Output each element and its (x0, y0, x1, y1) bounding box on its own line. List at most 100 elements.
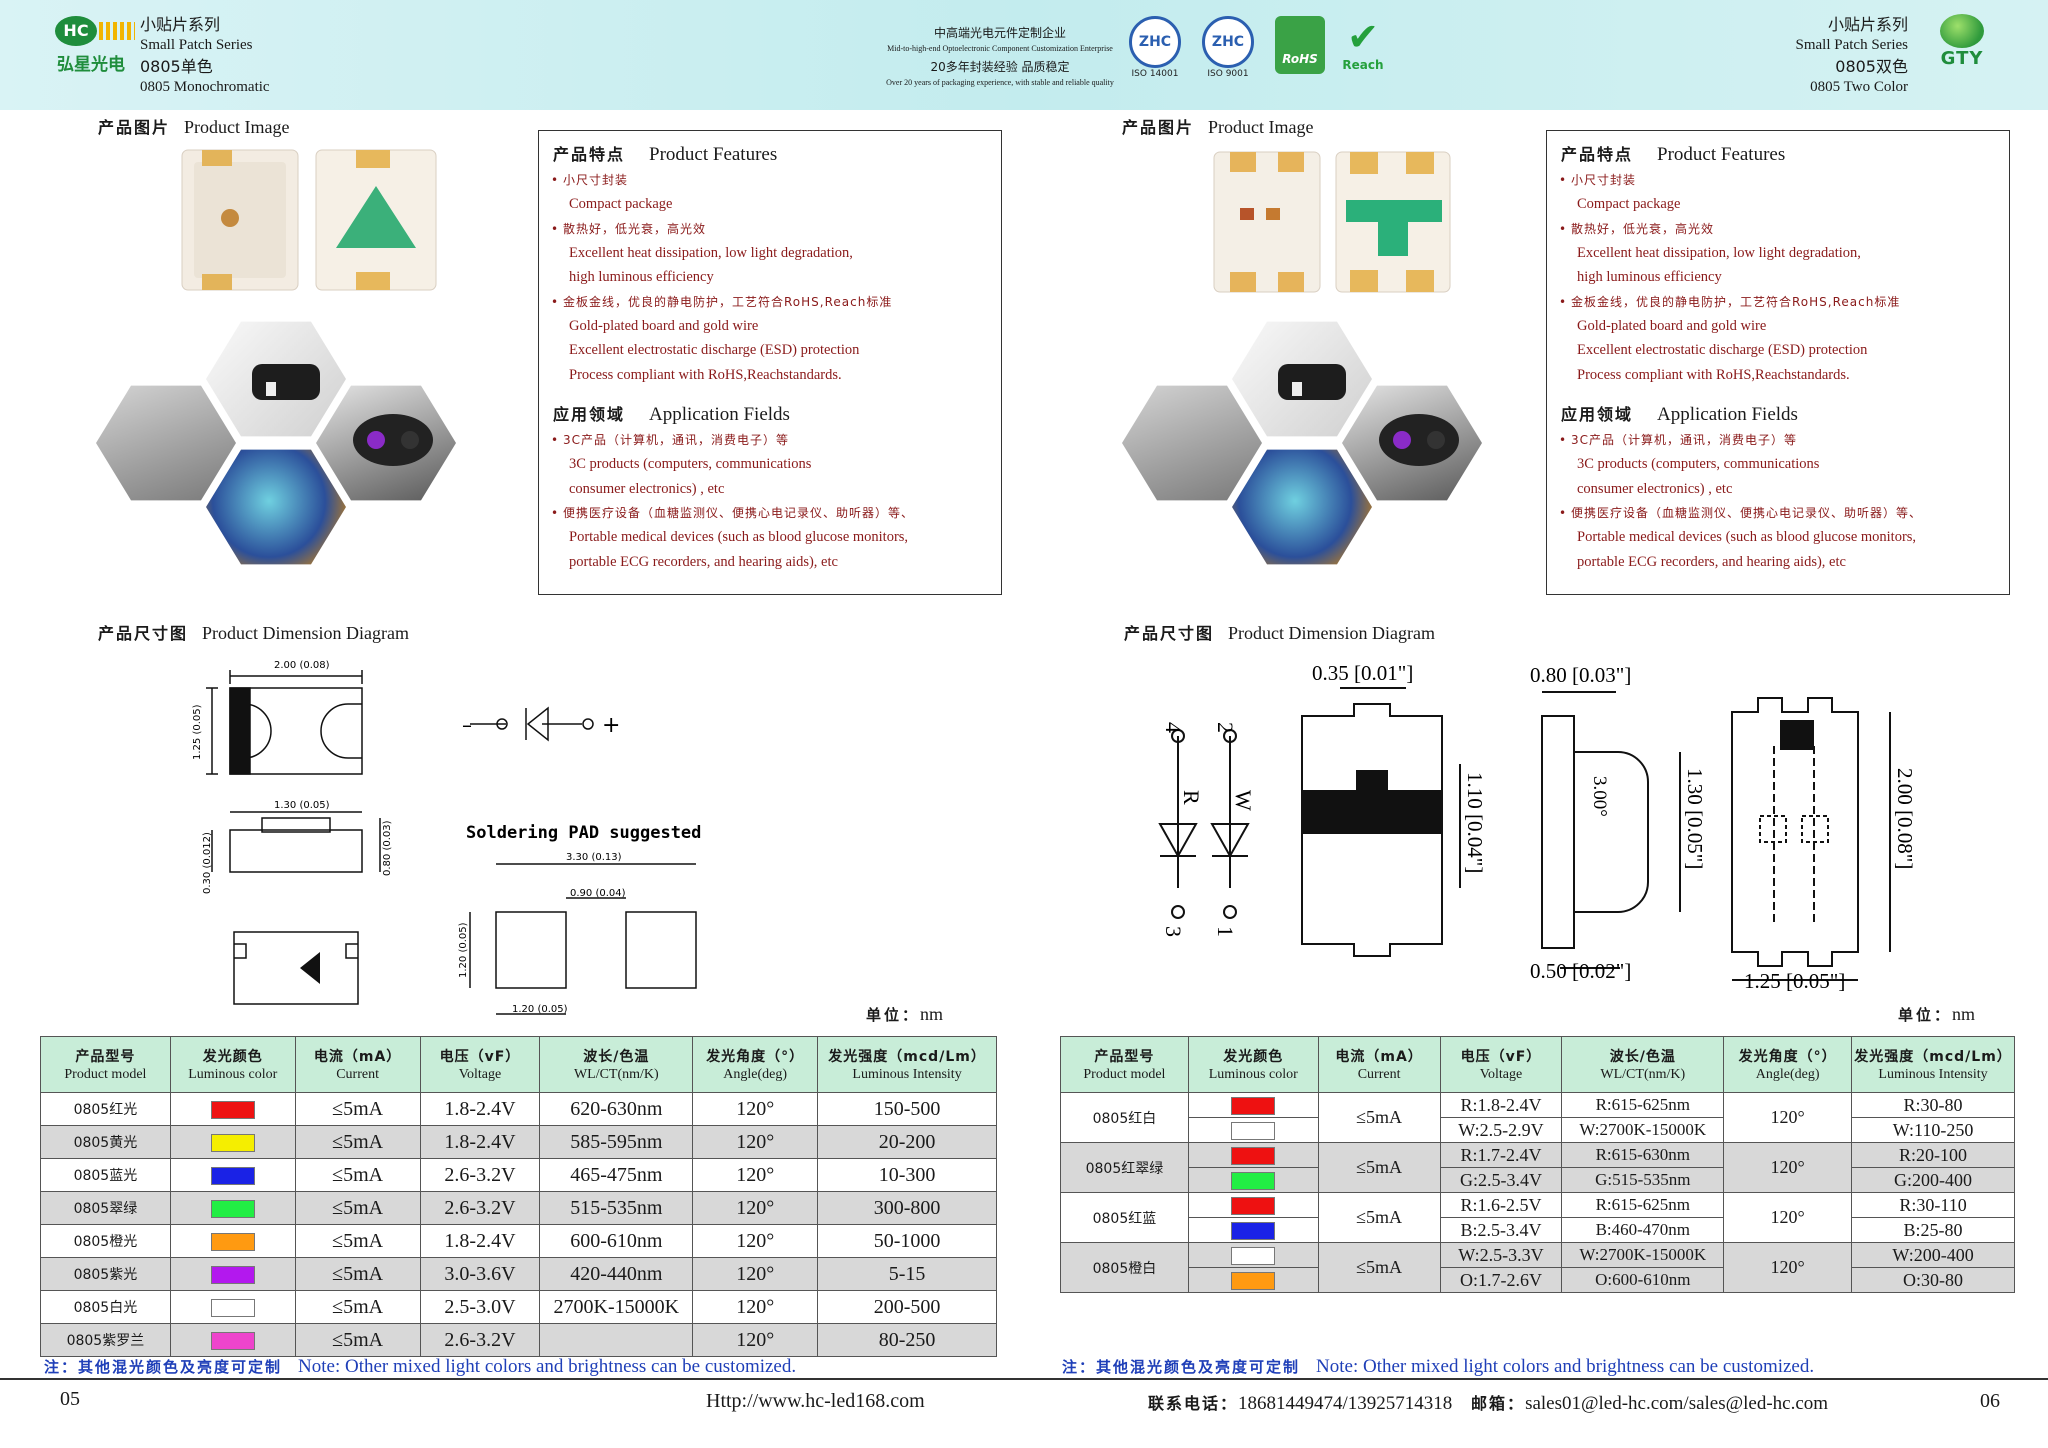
cell-voltage: B:2.5-3.4V (1439, 1217, 1563, 1243)
cell-swatch (169, 1224, 296, 1258)
cell-intensity: B:25-80 (1851, 1217, 2015, 1243)
cell-angle: 120° (692, 1323, 819, 1357)
header-label-cn: 电压（vF） (439, 1048, 521, 1065)
cell-intensity: 80-250 (817, 1323, 997, 1357)
cell-swatch (1187, 1217, 1319, 1243)
iso9001-cert-icon: ZHC (1202, 16, 1254, 68)
feature-2-cn: 散热好，低光衰，高光效 (551, 217, 987, 241)
unit-cn-right: 单位： (1898, 1006, 1953, 1024)
header-label-en: Luminous color (1208, 1066, 1298, 1082)
header-label-en: Angle(deg) (723, 1066, 788, 1082)
cell-current: ≤5mA (294, 1158, 421, 1192)
page-number-left: 05 (60, 1388, 80, 1410)
cell-wavelength: 585-595nm (539, 1125, 694, 1159)
gty-logo: GTY (1932, 14, 1992, 74)
led-photo-dual (1210, 148, 1454, 296)
power-bank-icon-right (1278, 364, 1346, 400)
cell-voltage: W:2.5-2.9V (1439, 1117, 1563, 1143)
feature-1-cn: 小尺寸封装 (551, 168, 987, 192)
footer-divider (0, 1378, 2048, 1380)
earbuds-icon (353, 414, 433, 466)
cell-wavelength: 600-610nm (539, 1224, 694, 1258)
cell-voltage: G:2.5-3.4V (1439, 1167, 1563, 1193)
feature-3-cn-right: 金板金线，优良的静电防护，工艺符合RoHS,Reach标准 (1559, 290, 1995, 314)
cell-swatch (1187, 1142, 1319, 1168)
cell-swatch (1187, 1242, 1319, 1268)
cell-intensity: R:30-110 (1851, 1192, 2015, 1218)
cell-swatch (1187, 1267, 1319, 1293)
color-swatch (210, 1100, 255, 1119)
cell-intensity: 150-500 (817, 1092, 997, 1126)
wearable-image-right (1232, 449, 1372, 565)
cell-current: ≤5mA (294, 1224, 421, 1258)
product-image-title-en-right: Product Image (1208, 117, 1314, 137)
cell-wavelength: 465-475nm (539, 1158, 694, 1192)
website-link[interactable]: Http://www.hc-led168.com (706, 1390, 925, 1412)
cell-intensity: 20-200 (817, 1125, 997, 1159)
unit-label-right: 单位：nm (1898, 1004, 1975, 1025)
application-2-cn-right: 便携医疗设备（血糖监测仪、便携心电记录仪、助听器）等、 (1559, 501, 1995, 525)
cell-intensity: 200-500 (817, 1290, 997, 1324)
cell-wavelength: 515-535nm (539, 1191, 694, 1225)
circuit-image-right (1122, 385, 1262, 501)
cell-wavelength: R:615-625nm (1561, 1192, 1725, 1218)
hc-logo-text: 弘星光电 (57, 55, 125, 75)
cell-swatch (169, 1125, 296, 1159)
cell-voltage: R:1.7-2.4V (1439, 1142, 1563, 1168)
cell-model: 0805蓝光 (40, 1158, 171, 1192)
cell-current: ≤5mA (294, 1323, 421, 1357)
th-angle: 发光角度（°）Angle(deg) (692, 1036, 819, 1093)
note-cn-left: 注：其他混光颜色及亮度可定制 (44, 1358, 283, 1376)
header-center-slogan: 中高端光电元件定制企业 Mid-to-high-end Optoelectron… (700, 24, 1300, 90)
th-current: 电流（mA）Current (294, 1036, 421, 1093)
cell-voltage: 2.6-3.2V (419, 1323, 541, 1357)
slogan-line1: 中高端光电元件定制企业 (933, 26, 1066, 40)
email-label: 邮箱： (1471, 1394, 1526, 1413)
feature-2-en-2: high luminous efficiency (569, 269, 714, 285)
cell-swatch (169, 1290, 296, 1324)
hc-logo-badge: HC (55, 16, 97, 46)
cell-angle: 120° (692, 1224, 819, 1258)
cell-swatch (1187, 1092, 1319, 1118)
pad-height: 1.20 (0.05) (458, 922, 469, 978)
dimension-title-cn: 产品尺寸图 (98, 624, 189, 643)
soldering-pad-title: Soldering PAD suggested (466, 823, 701, 843)
led-dual-image (1213, 151, 1451, 293)
th-intensity-dual: 发光强度（mcd/Lm）Luminous Intensity (1851, 1036, 2015, 1093)
email-addresses[interactable]: sales01@led-hc.com/sales@led-hc.com (1525, 1393, 1829, 1414)
product-en-left: 0805 Monochromatic (140, 79, 270, 95)
series-en-right: Small Patch Series (1795, 37, 1909, 53)
feature-2-en-1-right: Excellent heat dissipation, low light de… (1577, 244, 1861, 261)
cell-voltage: 1.8-2.4V (419, 1125, 541, 1159)
polarity-plus: + (602, 713, 620, 738)
cell-current: ≤5mA (1317, 1192, 1441, 1243)
header-label-cn: 发光强度（mcd/Lm） (1854, 1048, 2012, 1065)
led-mono-image (181, 149, 437, 291)
page-number-right: 06 (1980, 1390, 2000, 1412)
rohs-cert-icon: RoHS (1275, 16, 1325, 74)
header-label-en: Angle(deg) (1755, 1066, 1820, 1082)
cell-swatch (169, 1092, 296, 1126)
contact-info: 联系电话：18681449474/13925714318 邮箱：sales01@… (1148, 1390, 1828, 1415)
header-label-cn: 产品型号 (75, 1048, 136, 1065)
cell-model: 0805红光 (40, 1092, 171, 1126)
cell-swatch (169, 1158, 296, 1192)
features-heading-en: Product Features (649, 144, 778, 165)
application-1-en-2: consumer electronics) , etc (569, 480, 725, 497)
cell-intensity: R:30-80 (1851, 1092, 2015, 1118)
header-label-en: Current (1357, 1066, 1401, 1082)
application-2-en-2: portable ECG recorders, and hearing aids… (569, 553, 838, 570)
cell-current: ≤5mA (294, 1191, 421, 1225)
dim-0-50: 0.50 [0.02"] (1530, 959, 1631, 983)
cell-voltage: 1.8-2.4V (419, 1092, 541, 1126)
